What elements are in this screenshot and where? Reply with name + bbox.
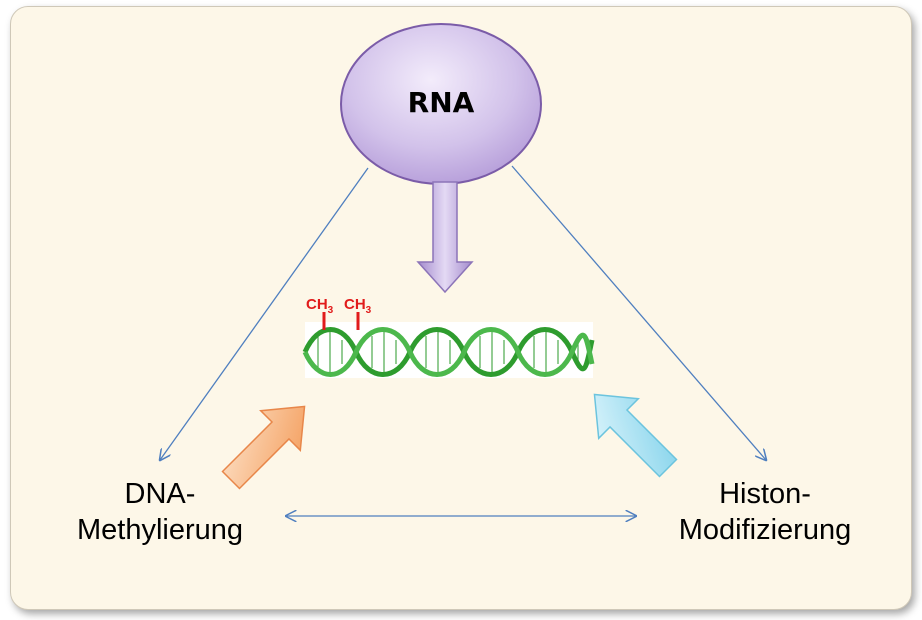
dna-methylation-to-dna-arrow bbox=[221, 405, 306, 490]
dna-methylation-label: DNA- Methylierung bbox=[40, 476, 280, 548]
rna-label: RNA bbox=[407, 86, 475, 119]
line-rna-to-dna-methylation bbox=[160, 167, 369, 460]
line-rna-to-histone-modification bbox=[511, 165, 766, 460]
histone-modification-line2: Modifizierung bbox=[678, 514, 852, 546]
svg-text:CH3: CH3 bbox=[306, 296, 334, 316]
histone-modification-line1: Histon- bbox=[719, 478, 811, 510]
histone-modification-to-dna-arrow bbox=[593, 393, 678, 478]
dna-helix bbox=[302, 327, 595, 377]
methyl-group-2: CH3 bbox=[344, 296, 372, 330]
methyl-1-sub: 3 bbox=[328, 305, 334, 316]
methyl-2-base: CH bbox=[344, 296, 366, 313]
methyl-group-1: CH3 bbox=[306, 296, 334, 330]
svg-text:CH3: CH3 bbox=[344, 296, 372, 316]
rna-to-dna-arrow bbox=[416, 181, 474, 294]
methyl-2-sub: 3 bbox=[366, 305, 372, 316]
dna-methylation-line1: DNA- bbox=[124, 478, 196, 510]
methyl-1-base: CH bbox=[306, 296, 328, 313]
dna-methylation-line2: Methylierung bbox=[76, 514, 244, 546]
histone-modification-label: Histon- Modifizierung bbox=[640, 476, 890, 548]
